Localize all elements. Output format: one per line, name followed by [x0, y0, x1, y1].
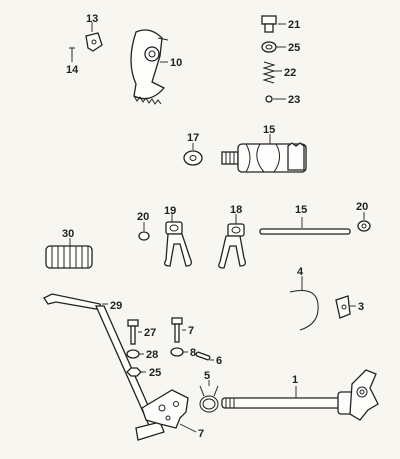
- callout-20-right: 20: [356, 201, 368, 213]
- part-30-oil-filter: [45, 245, 93, 269]
- part-27-bolt: [127, 319, 139, 345]
- part-17-fork-shaft: [259, 228, 351, 235]
- callout-3: 3: [358, 301, 364, 313]
- part-24-washer: [261, 41, 277, 53]
- callout-11: 13: [86, 13, 98, 25]
- part-15-washer: [183, 150, 203, 166]
- part-20-washer-left: [138, 231, 150, 241]
- callout-21: 21: [288, 19, 300, 31]
- callout-8: 7: [188, 325, 194, 337]
- part-25-lever: [43, 293, 165, 441]
- part-18-shift-fork: [218, 223, 246, 269]
- callout-27: 27: [144, 327, 156, 339]
- callout-4: 4: [297, 266, 304, 278]
- part-4-clip: [289, 290, 319, 331]
- part-7-pin: [195, 351, 211, 361]
- part-20-washer-right: [357, 220, 371, 232]
- callout-1: 1: [292, 374, 298, 386]
- part-19-shift-fork: [164, 221, 192, 267]
- part-8-bolt: [171, 317, 183, 343]
- callout-25: 29: [110, 300, 122, 312]
- part-23-ball: [265, 95, 273, 103]
- part-10-shift-sector: [130, 29, 169, 105]
- callout-5: 5: [204, 370, 210, 382]
- part-3-bracket: [335, 295, 351, 319]
- callout-6: 7: [198, 428, 204, 440]
- part-13-pin: [69, 47, 75, 58]
- callout-30: 30: [62, 228, 74, 240]
- callout-24: 25: [288, 42, 300, 54]
- callout-17: 15: [295, 204, 307, 216]
- callout-23: 23: [288, 94, 300, 106]
- callout-29: 28: [146, 349, 158, 361]
- part-28-nut: [126, 367, 142, 377]
- part-22-spring: [262, 61, 276, 84]
- part-21-plug: [261, 15, 277, 33]
- callout-19: 19: [164, 205, 176, 217]
- part-5-spring: [199, 385, 219, 413]
- callout-10: 10: [170, 57, 182, 69]
- part-6-plate: [141, 389, 189, 429]
- part-9-washer: [170, 347, 184, 357]
- callout-7: 6: [216, 355, 222, 367]
- callout-18: 18: [230, 204, 242, 216]
- callout-14: 15: [263, 124, 275, 136]
- callout-22: 22: [284, 67, 296, 79]
- callout-20-left: 20: [137, 211, 149, 223]
- part-29-washer: [126, 349, 140, 359]
- part-14-shift-drum: [221, 142, 307, 173]
- part-11-bracket: [85, 32, 103, 52]
- callout-13: 14: [66, 64, 79, 76]
- part-1-shaft: [221, 369, 379, 421]
- callout-28: 25: [149, 367, 161, 379]
- callout-15: 17: [187, 132, 199, 144]
- callout-9: 8: [190, 347, 196, 359]
